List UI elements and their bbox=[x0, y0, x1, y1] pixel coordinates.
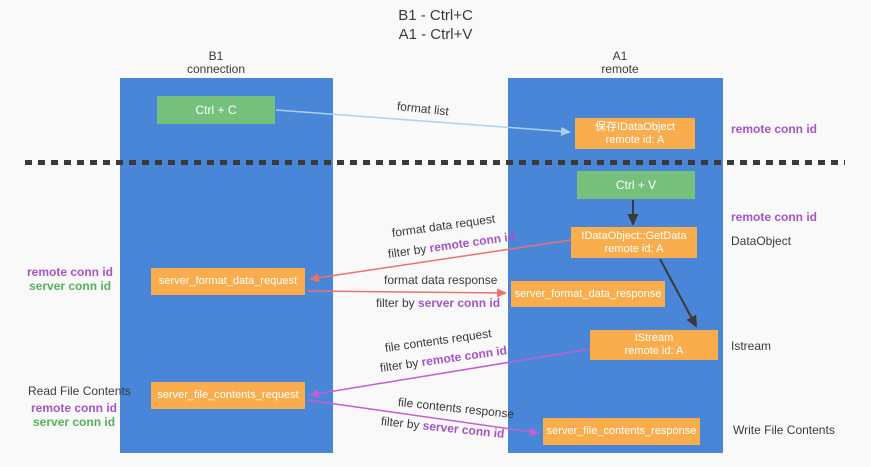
node-ctrl-v: Ctrl + V bbox=[577, 171, 695, 199]
node-getdata-line1: IDataObject::GetData bbox=[581, 229, 687, 242]
lifeline-b1-role: connection bbox=[186, 62, 246, 76]
label-istream: Istream bbox=[731, 339, 772, 353]
node-istream: IStream remote id: A bbox=[590, 330, 718, 360]
label-remote-conn-id-left2: remote conn id bbox=[31, 401, 118, 415]
label-server-conn-id-left1: server conn id bbox=[29, 279, 112, 293]
node-save-idataobject-line2: remote id: A bbox=[605, 133, 665, 146]
lifeline-a1-name: A1 bbox=[612, 49, 628, 63]
lifeline-b1-name: B1 bbox=[208, 49, 224, 63]
diagram-title: B1 - Ctrl+C A1 - Ctrl+V bbox=[0, 6, 871, 44]
node-server-format-data-request: server_format_data_request bbox=[151, 268, 305, 295]
node-file-request-label: server_file_contents_request bbox=[157, 389, 299, 401]
filter-by-text: filter by bbox=[379, 355, 423, 375]
node-server-file-contents-response: server_file_contents_response bbox=[543, 418, 700, 445]
filter-by-text: filter by bbox=[380, 414, 424, 433]
node-server-format-data-response: server_format_data_response bbox=[511, 281, 665, 307]
lifeline-header-a1: A1 remote bbox=[550, 50, 690, 76]
label-write-file-contents: Write File Contents bbox=[733, 423, 835, 437]
lifeline-header-b1: B1 connection bbox=[146, 50, 286, 76]
arrow-label-format-list: format list bbox=[396, 99, 450, 119]
arrow-format-data-response bbox=[306, 288, 507, 298]
label-remote-conn-id-left1: remote conn id bbox=[27, 265, 114, 279]
title-line-b1: B1 - Ctrl+C bbox=[398, 7, 473, 24]
node-istream-line2: remote id: A bbox=[624, 345, 684, 357]
node-save-idataobject: 保存IDataObject remote id: A bbox=[575, 118, 695, 149]
node-format-request-label: server_format_data_request bbox=[158, 275, 298, 287]
phase-separator-dashed-line bbox=[25, 160, 845, 165]
filter-remote-conn-id: remote conn id bbox=[428, 229, 516, 256]
label-dataobject: DataObject bbox=[731, 234, 792, 248]
label-server-conn-id-left2: server conn id bbox=[33, 415, 116, 429]
title-line-a1: A1 - Ctrl+V bbox=[398, 26, 473, 43]
filter-by-text: filter by bbox=[387, 241, 431, 261]
node-ctrl-c-label: Ctrl + C bbox=[195, 102, 237, 117]
label-remote-conn-id-mid: remote conn id bbox=[731, 210, 818, 224]
lifeline-a1-role: remote bbox=[601, 62, 639, 76]
node-idataobject-getdata: IDataObject::GetData remote id: A bbox=[571, 227, 697, 258]
filter-server-conn-id: server conn id bbox=[418, 296, 501, 310]
node-file-response-label: server_file_contents_response bbox=[546, 425, 697, 437]
arrow-label-format-data-response: format data response bbox=[384, 273, 498, 287]
arrow-label-filter-server-1: filter by server conn id bbox=[376, 296, 500, 310]
label-read-file-contents: Read File Contents bbox=[28, 384, 131, 398]
filter-by-text: filter by bbox=[376, 296, 419, 310]
node-ctrl-v-label: Ctrl + V bbox=[615, 177, 657, 192]
filter-server-conn-id: server conn id bbox=[422, 418, 506, 441]
node-getdata-line2: remote id: A bbox=[604, 242, 664, 255]
node-server-file-contents-request: server_file_contents_request bbox=[151, 382, 305, 409]
node-save-idataobject-line1: 保存IDataObject bbox=[594, 120, 676, 133]
node-istream-line1: IStream bbox=[634, 332, 674, 344]
node-format-response-label: server_format_data_response bbox=[514, 287, 662, 300]
label-remote-conn-id-top: remote conn id bbox=[731, 122, 818, 136]
node-ctrl-c: Ctrl + C bbox=[157, 96, 275, 124]
